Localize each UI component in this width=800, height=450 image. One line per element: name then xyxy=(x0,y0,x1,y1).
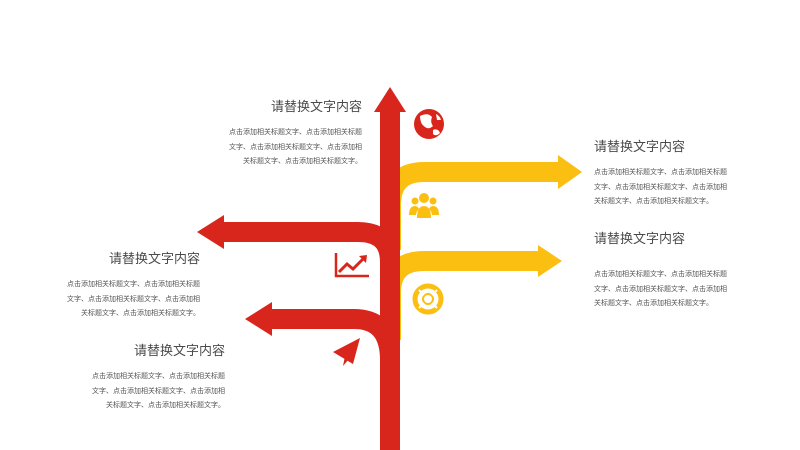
block-body: 点击添加相关标题文字、点击添加相关标题 文字、点击添加相关标题文字、点击添加相 … xyxy=(594,270,727,307)
paper-plane-icon xyxy=(333,338,360,366)
text-block-mid-left: 请替换文字内容 点击添加相关标题文字、点击添加相关标题 文字、点击添加相关标题文… xyxy=(50,251,200,321)
block-title: 请替换文字内容 xyxy=(133,344,225,359)
text-block-top-right: 请替换文字内容 点击添加相关标题文字、点击添加相关标题 文字、点击添加相关标题文… xyxy=(594,139,744,209)
red-trunk xyxy=(380,110,400,450)
block-body: 点击添加相关标题文字、点击添加相关标题 文字、点击添加相关标题文字、点击添加相 … xyxy=(594,168,727,205)
team-icon xyxy=(409,193,439,218)
block-body: 点击添加相关标题文字、点击添加相关标题 文字、点击添加相关标题文字、点击添加相 … xyxy=(67,280,200,317)
block-title: 请替换文字内容 xyxy=(108,252,200,267)
block-body: 点击添加相关标题文字、点击添加相关标题 文字、点击添加相关标题文字、点击添加相 … xyxy=(229,128,362,165)
red-arrowhead-upper xyxy=(197,215,224,249)
red-arrowhead-top xyxy=(374,87,406,112)
red-branch-lower xyxy=(270,309,400,361)
block-title: 请替换文字内容 xyxy=(594,140,686,155)
trend-chart-icon xyxy=(334,253,369,278)
text-block-mid-right: 请替换文字内容 点击添加相关标题文字、点击添加相关标题 文字、点击添加相关标题文… xyxy=(594,231,744,311)
yellow-arrowhead-upper xyxy=(558,155,582,189)
block-title: 请替换文字内容 xyxy=(270,100,362,115)
red-arrowhead-lower xyxy=(245,302,272,336)
yellow-arrowhead-lower xyxy=(538,245,562,277)
globe-icon xyxy=(414,109,444,139)
text-block-top-left: 请替换文字内容 点击添加相关标题文字、点击添加相关标题 文字、点击添加相关标题文… xyxy=(212,99,362,169)
lifebuoy-icon xyxy=(412,283,444,315)
block-body: 点击添加相关标题文字、点击添加相关标题 文字、点击添加相关标题文字、点击添加相 … xyxy=(92,372,225,409)
block-title: 请替换文字内容 xyxy=(594,232,686,247)
text-block-bottom-left: 请替换文字内容 点击添加相关标题文字、点击添加相关标题 文字、点击添加相关标题文… xyxy=(75,343,225,413)
